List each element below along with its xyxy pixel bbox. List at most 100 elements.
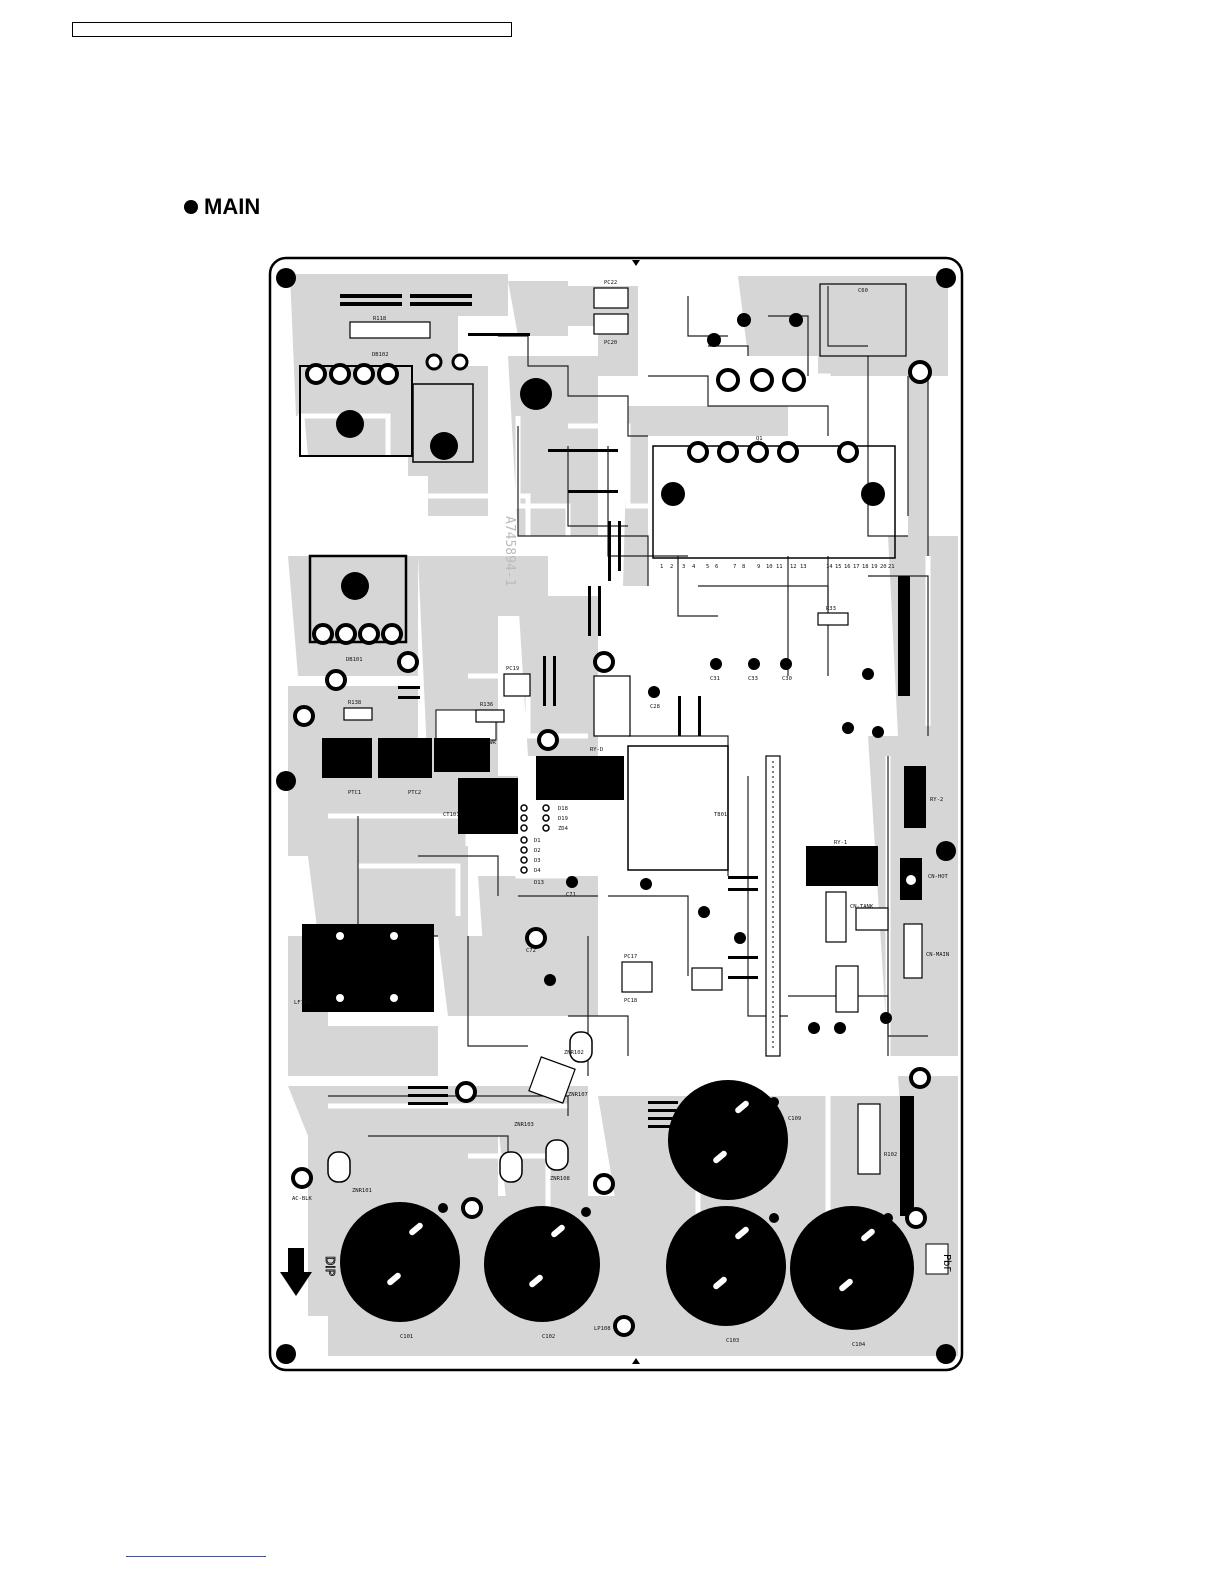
mounting-holes bbox=[276, 268, 956, 1364]
part-number: A745894-1 bbox=[502, 516, 517, 586]
svg-text:D13: D13 bbox=[534, 880, 544, 886]
cn-main-body bbox=[903, 923, 923, 979]
diode-labels: D18 D19 ZD4 D1 D2 D3 D4 D13 bbox=[534, 806, 569, 886]
cn-tank-body bbox=[825, 891, 847, 943]
r102-body bbox=[857, 1103, 881, 1175]
pc19-label: PC19 bbox=[506, 666, 519, 672]
r138-label: R138 bbox=[348, 700, 361, 706]
svg-text:C72: C72 bbox=[526, 948, 536, 954]
svg-text:C103: C103 bbox=[726, 1338, 739, 1344]
r118-label: R118 bbox=[373, 316, 386, 322]
q1-label: Q1 bbox=[756, 436, 763, 442]
db101-body bbox=[308, 554, 408, 644]
cn-hot-pin bbox=[906, 875, 916, 885]
q1-pin-6: 6 bbox=[715, 564, 718, 570]
r33-body bbox=[817, 612, 849, 626]
small-caps bbox=[527, 313, 892, 1034]
ptc1-body bbox=[322, 738, 372, 778]
ct101-body bbox=[458, 778, 518, 834]
q1-pin-10: 10 bbox=[766, 564, 773, 570]
svg-text:ZNR101: ZNR101 bbox=[352, 1188, 372, 1194]
lf101-label: LF101 bbox=[294, 1000, 311, 1006]
r33-label: R33 bbox=[826, 606, 836, 612]
lf101-body bbox=[302, 924, 434, 1012]
pcb-layout-svg: R118 DB102 DB101 Q1 1 2 3 4 5 6 7 8 9 10… bbox=[268, 256, 964, 1372]
big-caps bbox=[340, 1080, 914, 1330]
pc17-body bbox=[621, 961, 653, 993]
cn-hot-label: CN-HOT bbox=[928, 874, 949, 880]
pcb-board: R118 DB102 DB101 Q1 1 2 3 4 5 6 7 8 9 10… bbox=[268, 256, 964, 1372]
cn-disp-body bbox=[691, 967, 723, 991]
bottom-marker bbox=[632, 1358, 640, 1364]
r138-body bbox=[343, 707, 373, 721]
top-marker bbox=[632, 260, 640, 266]
section-title-text: MAIN bbox=[204, 194, 261, 219]
svg-text:AC-BLK: AC-BLK bbox=[292, 1196, 313, 1202]
svg-text:D19: D19 bbox=[558, 816, 568, 822]
svg-text:C33: C33 bbox=[748, 676, 758, 682]
svg-text:C101: C101 bbox=[400, 1334, 413, 1340]
dip-mark: DIP bbox=[323, 1256, 337, 1276]
q1-pin-3: 3 bbox=[682, 564, 685, 570]
r102-label: R102 bbox=[884, 1152, 897, 1158]
svg-text:ZD4: ZD4 bbox=[558, 826, 569, 832]
ry-1-label: RY-1 bbox=[834, 840, 847, 846]
mounting-pads bbox=[291, 651, 931, 1337]
svg-text:ZNR107: ZNR107 bbox=[568, 1092, 588, 1098]
svg-text:C71: C71 bbox=[566, 892, 576, 898]
q1-pin-8: 8 bbox=[742, 564, 745, 570]
pc18-label: PC18 bbox=[624, 998, 637, 1004]
cap-slots bbox=[387, 1100, 875, 1292]
section-title: MAIN bbox=[184, 194, 260, 220]
q1-pin-4: 4 bbox=[692, 564, 696, 570]
svg-text:C31: C31 bbox=[710, 676, 720, 682]
pc17-label: PC17 bbox=[624, 954, 637, 960]
varistor-labels: ZNR101 ZNR102 ZNR103 ZNR108 ZNR107 AC-BL… bbox=[292, 1050, 588, 1202]
t801-label: T801 bbox=[714, 812, 727, 818]
q1-pin-7: 7 bbox=[733, 564, 736, 570]
q1-pin-18: 18 bbox=[862, 564, 869, 570]
ry-d-label: RY-D bbox=[590, 747, 603, 753]
cap-labels: C28 C31 C33 C30 C71 C72 bbox=[526, 676, 792, 954]
r136-body bbox=[475, 709, 505, 723]
c60-body bbox=[819, 283, 907, 357]
svg-text:ZNR103: ZNR103 bbox=[514, 1122, 534, 1128]
t801-body bbox=[627, 745, 729, 871]
r118-body bbox=[349, 321, 431, 339]
pc19-body bbox=[503, 673, 531, 697]
bullet-icon bbox=[184, 200, 198, 214]
cn-aux-body bbox=[855, 907, 889, 931]
svg-text:ZNR102: ZNR102 bbox=[564, 1050, 584, 1056]
c60-label: C60 bbox=[858, 288, 868, 294]
cap-polarity-dots bbox=[438, 1097, 893, 1223]
svg-text:D2: D2 bbox=[534, 848, 541, 854]
ptc2-label: PTC2 bbox=[408, 790, 421, 796]
q1-pin-1: 1 bbox=[660, 564, 663, 570]
header-box bbox=[72, 22, 512, 37]
ry-d-body bbox=[536, 756, 624, 800]
cn-main-label: CN-MAIN bbox=[926, 952, 949, 958]
q1-pins bbox=[687, 368, 859, 463]
ct101-label: CT101 bbox=[443, 812, 460, 818]
q1-pin-2: 2 bbox=[670, 564, 673, 570]
ptc-extra-body bbox=[434, 738, 490, 772]
q1-pin-16: 16 bbox=[844, 564, 851, 570]
db102-label: DB102 bbox=[372, 352, 389, 358]
q1-pin-17: 17 bbox=[853, 564, 860, 570]
svg-text:D18: D18 bbox=[558, 806, 568, 812]
pbf-mark: PbF bbox=[941, 1254, 952, 1272]
varistors bbox=[327, 1031, 593, 1183]
pc20-body bbox=[593, 313, 629, 335]
pbf-frame bbox=[925, 1243, 949, 1275]
q1-pin-5: 5 bbox=[706, 564, 709, 570]
ry-1-body bbox=[806, 846, 878, 886]
q1-pin-11: 11 bbox=[776, 564, 783, 570]
ry-2-body bbox=[904, 766, 926, 828]
lf101-pins bbox=[336, 932, 398, 1002]
db101-label: DB101 bbox=[346, 657, 363, 663]
q1-pin-15: 15 bbox=[835, 564, 842, 570]
q4-pins bbox=[425, 353, 469, 371]
db101-pins bbox=[312, 623, 403, 645]
q1-pin-14: 14 bbox=[826, 564, 833, 570]
q1-pin-numbers: 1 2 3 4 5 6 7 8 9 10 11 12 13 14 15 16 1… bbox=[660, 564, 895, 570]
